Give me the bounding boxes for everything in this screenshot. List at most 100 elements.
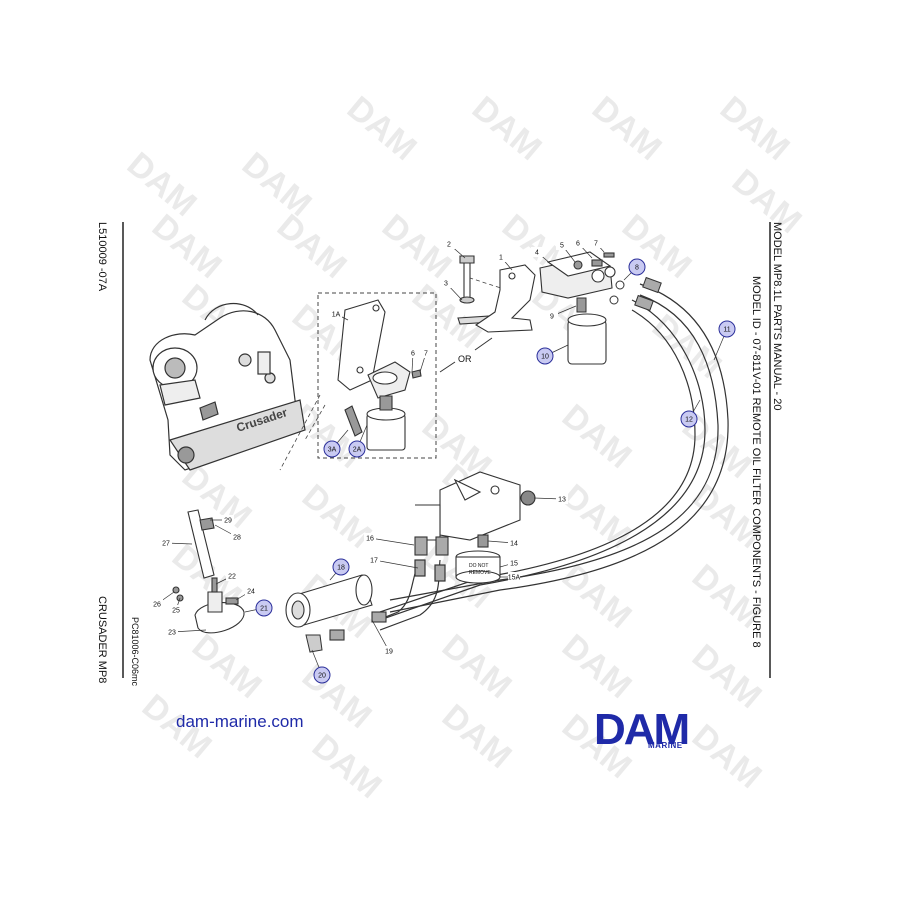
watermark-text: DAM (555, 627, 639, 706)
clamp-bracket-drawing (172, 509, 245, 634)
decal-line-1: DO NOT (469, 563, 488, 569)
callout-number: 22 (228, 574, 236, 581)
filter-adapter-1a-drawing (344, 361, 422, 451)
callout-number: 1A (332, 312, 341, 319)
callout-number: 8 (635, 265, 639, 272)
callout-label-bg (508, 572, 520, 582)
callout-leader (373, 559, 419, 569)
callout-number: 9 (550, 314, 554, 321)
watermark-text: DAM (305, 727, 389, 806)
callout-number: 16 (366, 536, 374, 543)
callout-label-bg (508, 558, 520, 568)
callout-number: 2 (447, 242, 451, 249)
callout-label-bg (440, 278, 452, 288)
callout-label-bg (160, 538, 172, 548)
dam-logo: DAM (594, 708, 690, 752)
dam-logo-subtitle: MARINE (648, 741, 683, 750)
callout-number: 18 (337, 565, 345, 572)
watermark-text: DAM (295, 477, 379, 556)
callout-number: 20 (318, 673, 326, 680)
elbow-20-drawing (305, 634, 323, 653)
callout-label-bg (572, 238, 584, 248)
manual-title: MODEL MP8.1L PARTS MANUAL - 20 (771, 222, 783, 411)
watermark-text: DAM (340, 89, 424, 168)
nipple-9-drawing (576, 297, 587, 313)
watermark-text: DAM (555, 397, 639, 476)
oil-filter-10-drawing (567, 313, 607, 365)
oil-cooler-18-drawing (285, 574, 387, 641)
watermark-text: DAM (435, 627, 519, 706)
watermark-text: DAM (725, 162, 809, 241)
callout-number: 25 (172, 608, 180, 615)
callout-number: 26 (153, 602, 161, 609)
callout-circle (255, 599, 273, 617)
watermark-text: DAM (185, 627, 269, 706)
callout-label-bg (420, 348, 432, 358)
callout-number: 3 (444, 281, 448, 288)
callout-label-bg (590, 238, 602, 248)
callout-number: 21 (260, 606, 268, 613)
callout-label-bg (166, 627, 178, 637)
watermark-text: DAM (435, 697, 519, 776)
adapter-fittings-drawing (414, 534, 501, 584)
dam-logo-text: DAM (594, 708, 688, 752)
callout-number: 1 (499, 255, 503, 262)
watermark-text: DAM (270, 207, 354, 286)
watermark-text: DAM (465, 89, 549, 168)
callout-label-bg (231, 532, 243, 542)
callout-number: 23 (168, 630, 176, 637)
bracket-1a-drawing (337, 299, 386, 391)
callout-number: 17 (370, 558, 378, 565)
callout-number: 6 (576, 241, 580, 248)
callout-number: 12 (685, 417, 693, 424)
or-leader-2 (474, 337, 493, 351)
watermark-text: DAM (685, 637, 769, 716)
watermark-text: DAM (645, 307, 729, 386)
callout-number: 5 (560, 243, 564, 250)
watermark-text: DAM (295, 657, 379, 736)
callout-circle (313, 666, 331, 684)
callout-label-bg (508, 538, 520, 548)
callout-label-bg (407, 348, 419, 358)
callout-leader (369, 537, 415, 546)
decal-line-2: REMOVE (469, 570, 491, 576)
callout-number: 10 (541, 354, 549, 361)
engine-manifold-drawing (149, 302, 306, 471)
website-link[interactable]: dam-marine.com (176, 712, 304, 731)
or-leader-1 (439, 361, 456, 373)
callout-label-bg (245, 586, 257, 596)
callout-label-bg (226, 571, 238, 581)
watermark-text: DAM (120, 145, 204, 224)
callout-label-bg (443, 239, 455, 249)
callout-number: 24 (247, 589, 255, 596)
callout-label-bg (531, 247, 543, 257)
callout-number: 7 (594, 241, 598, 248)
callout-circle (323, 440, 341, 458)
callout-leader (371, 619, 390, 652)
callout-label-bg (383, 646, 395, 656)
callout-circle (536, 347, 554, 365)
callout-number: 7 (424, 351, 428, 358)
callout-label-bg (368, 555, 380, 565)
callout-number: 14 (510, 541, 518, 548)
watermark-text: DAM (555, 477, 639, 556)
callout-number: 19 (385, 649, 393, 656)
hose-17-drawing (377, 559, 446, 631)
watermark-text: DAM (615, 207, 699, 286)
watermark-text: DAM (235, 145, 319, 224)
callout-circle (348, 440, 366, 458)
callout-circle (718, 320, 736, 338)
callout-number: 6 (411, 351, 415, 358)
watermark-text: DAM (555, 557, 639, 636)
callout-number: 15A (508, 575, 521, 582)
callout-label-bg (222, 515, 234, 525)
callout-number: 11 (723, 327, 730, 334)
watermark-text: DAM (145, 207, 229, 286)
or-label: OR (458, 354, 472, 364)
callout-number: 27 (162, 541, 170, 548)
product-name: CRUSADER MP8 (96, 596, 108, 684)
callout-number: 4 (535, 250, 539, 257)
doc-code: L510009 -07A (96, 222, 108, 292)
